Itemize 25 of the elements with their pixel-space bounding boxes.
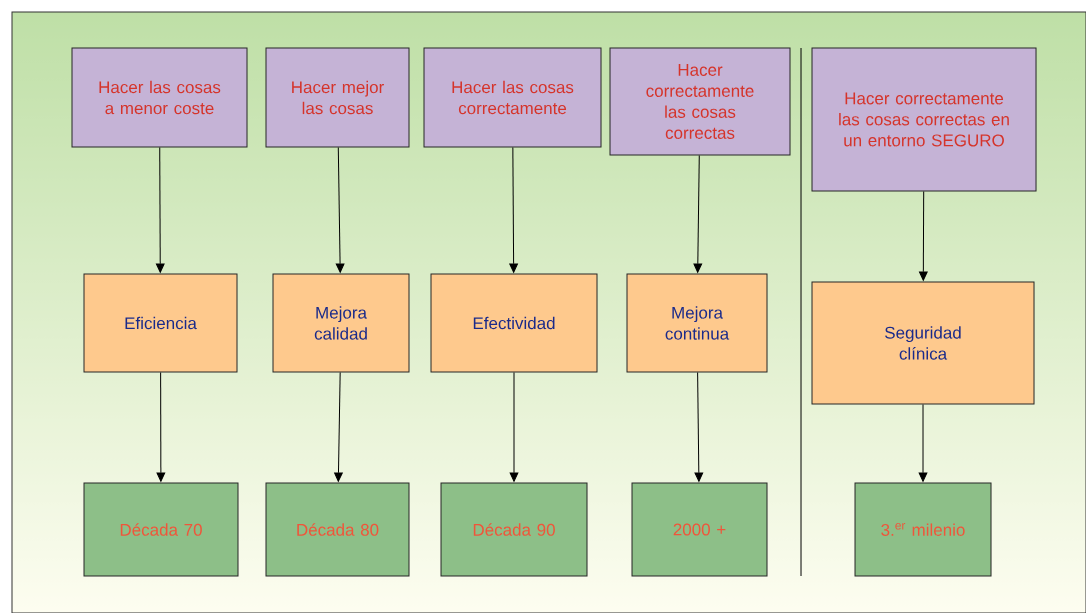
period-box: 2000 + [631, 482, 768, 577]
arrow [155, 147, 165, 273]
concept-box: Mejora continua [626, 273, 768, 373]
period-box: 3.$^{er}$ milenio [854, 482, 992, 577]
arrow [334, 372, 343, 482]
goal-box: Hacer correctamente las cosas correctas en un entorno SEGURO [811, 47, 1037, 192]
period-box: Década 90 [440, 482, 588, 577]
concept-box: Eficiencia [83, 273, 238, 373]
arrow [335, 147, 345, 273]
arrow [156, 372, 166, 482]
period-box: Década 70 [83, 482, 239, 577]
arrow [694, 372, 704, 482]
concept-box: Mejora calidad [272, 273, 410, 373]
goal-box: Hacer mejor las cosas [265, 47, 410, 148]
goal-box: Hacer las cosas correctamente [423, 47, 602, 148]
period-box: Década 80 [265, 482, 410, 577]
concept-box: Efectividad [430, 273, 598, 373]
goal-box: Hacer las cosas a menor coste [71, 47, 248, 148]
arrow [919, 191, 928, 281]
arrow [509, 372, 519, 482]
concept-box: Seguridad clínica [811, 281, 1035, 405]
arrow [918, 404, 928, 482]
arrow [509, 147, 518, 273]
goal-box: Hacer correctamente las cosas correctas [609, 47, 791, 156]
arrow [693, 155, 703, 273]
